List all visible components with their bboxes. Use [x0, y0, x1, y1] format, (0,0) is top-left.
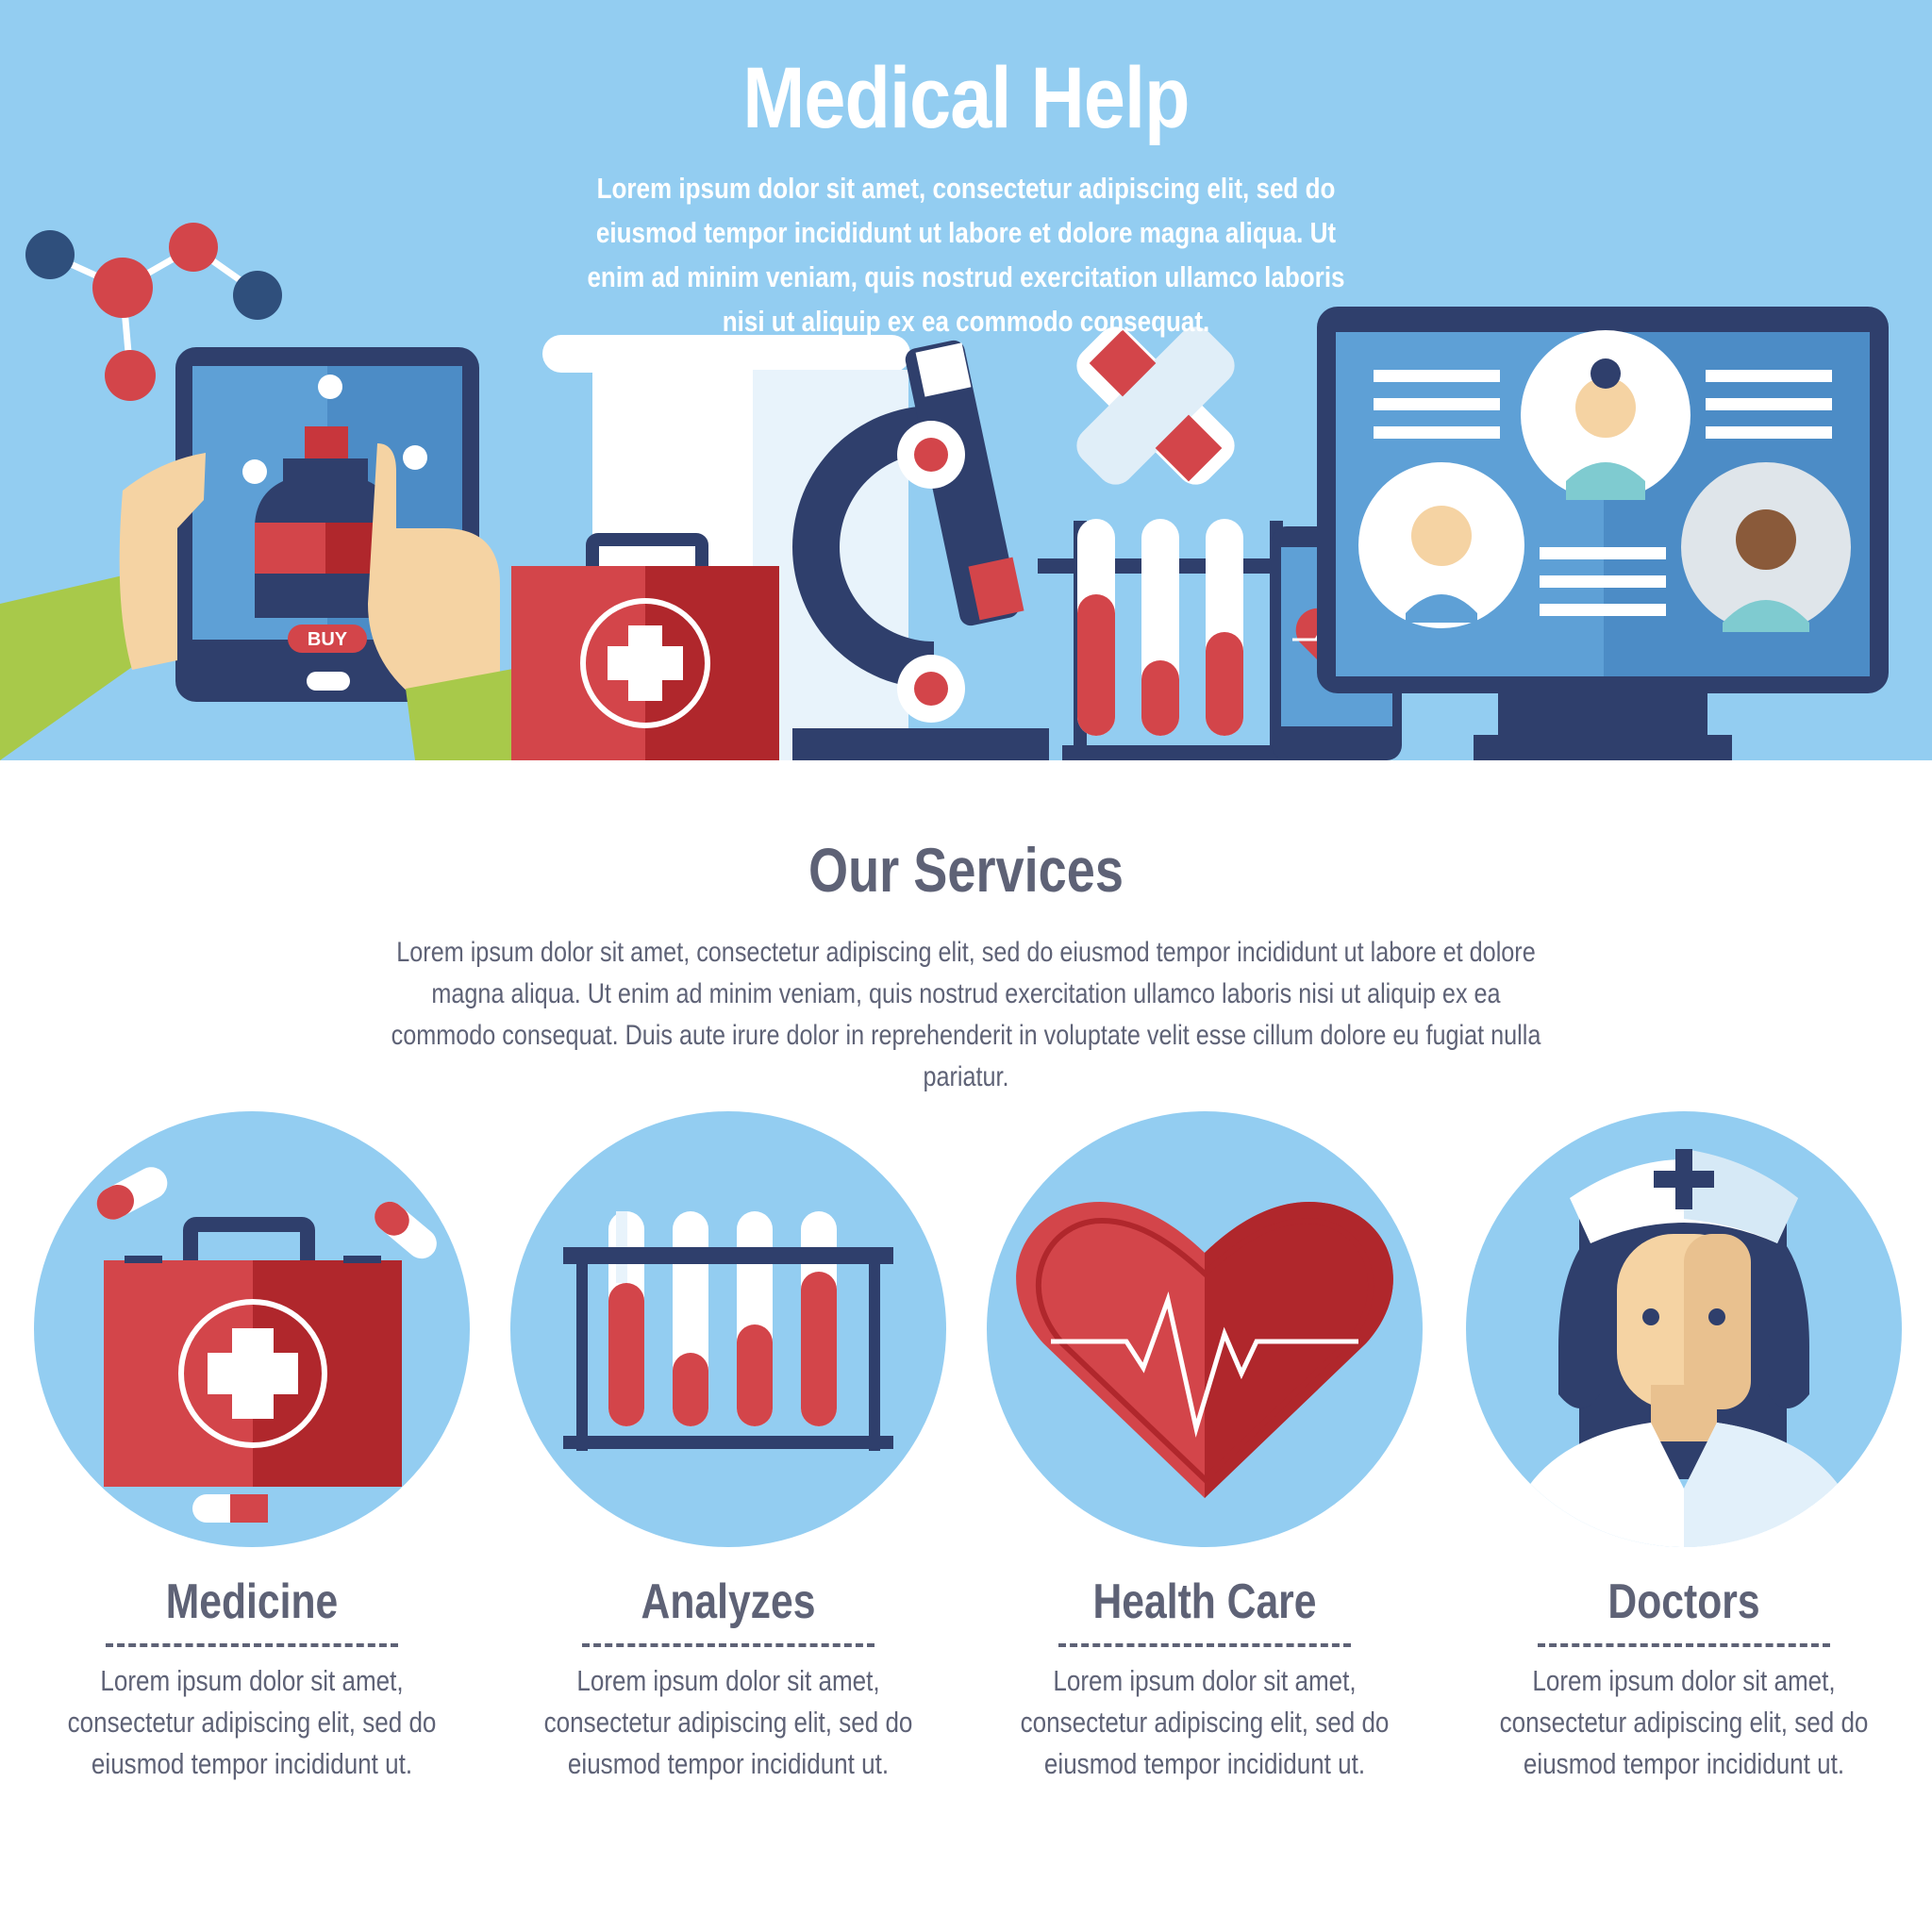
molecule-icon	[25, 223, 282, 401]
monitor-icon	[1317, 307, 1889, 760]
service-card-medicine[interactable]: Medicine Lorem ipsum dolor sit amet, con…	[30, 1111, 474, 1785]
service-title: Doctors	[1607, 1574, 1760, 1629]
service-title: Medicine	[165, 1574, 339, 1629]
hero-title: Medical Help	[742, 50, 1190, 146]
service-card-health-care[interactable]: Health Care Lorem ipsum dolor sit amet, …	[983, 1111, 1426, 1785]
service-card-analyzes[interactable]: Analyzes Lorem ipsum dolor sit amet, con…	[507, 1111, 950, 1785]
service-title: Analyzes	[641, 1574, 816, 1629]
first-aid-kit-icon	[511, 533, 779, 760]
divider	[582, 1643, 874, 1647]
service-card-doctors[interactable]: Doctors Lorem ipsum dolor sit amet, cons…	[1462, 1111, 1906, 1785]
services-description: Lorem ipsum dolor sit amet, consectetur …	[391, 937, 1541, 1092]
nurse-icon	[1466, 1111, 1902, 1547]
hero-banner: BUY	[0, 0, 1932, 760]
hero-description: Lorem ipsum dolor sit amet, consectetur …	[587, 172, 1345, 338]
divider	[106, 1643, 398, 1647]
service-description: Lorem ipsum dolor sit amet, consectetur …	[1499, 1664, 1869, 1780]
service-description: Lorem ipsum dolor sit amet, consectetur …	[543, 1664, 913, 1780]
test-tubes-icon	[510, 1111, 946, 1547]
test-tubes-icon	[1038, 519, 1289, 760]
divider	[1538, 1643, 1830, 1647]
service-description: Lorem ipsum dolor sit amet, consectetur …	[1020, 1664, 1390, 1780]
bandage-icon	[1076, 326, 1235, 485]
hero-illustration: BUY	[0, 223, 1889, 760]
services-title: Our Services	[808, 835, 1124, 905]
divider	[1058, 1643, 1351, 1647]
service-description: Lorem ipsum dolor sit amet, consectetur …	[67, 1664, 437, 1780]
first-aid-kit-icon	[34, 1111, 470, 1547]
buy-button-label[interactable]: BUY	[308, 629, 348, 650]
microscope-icon	[792, 340, 1049, 760]
heart-pulse-icon	[987, 1111, 1423, 1547]
hand-icon	[0, 443, 528, 760]
service-title: Health Care	[1092, 1574, 1317, 1629]
